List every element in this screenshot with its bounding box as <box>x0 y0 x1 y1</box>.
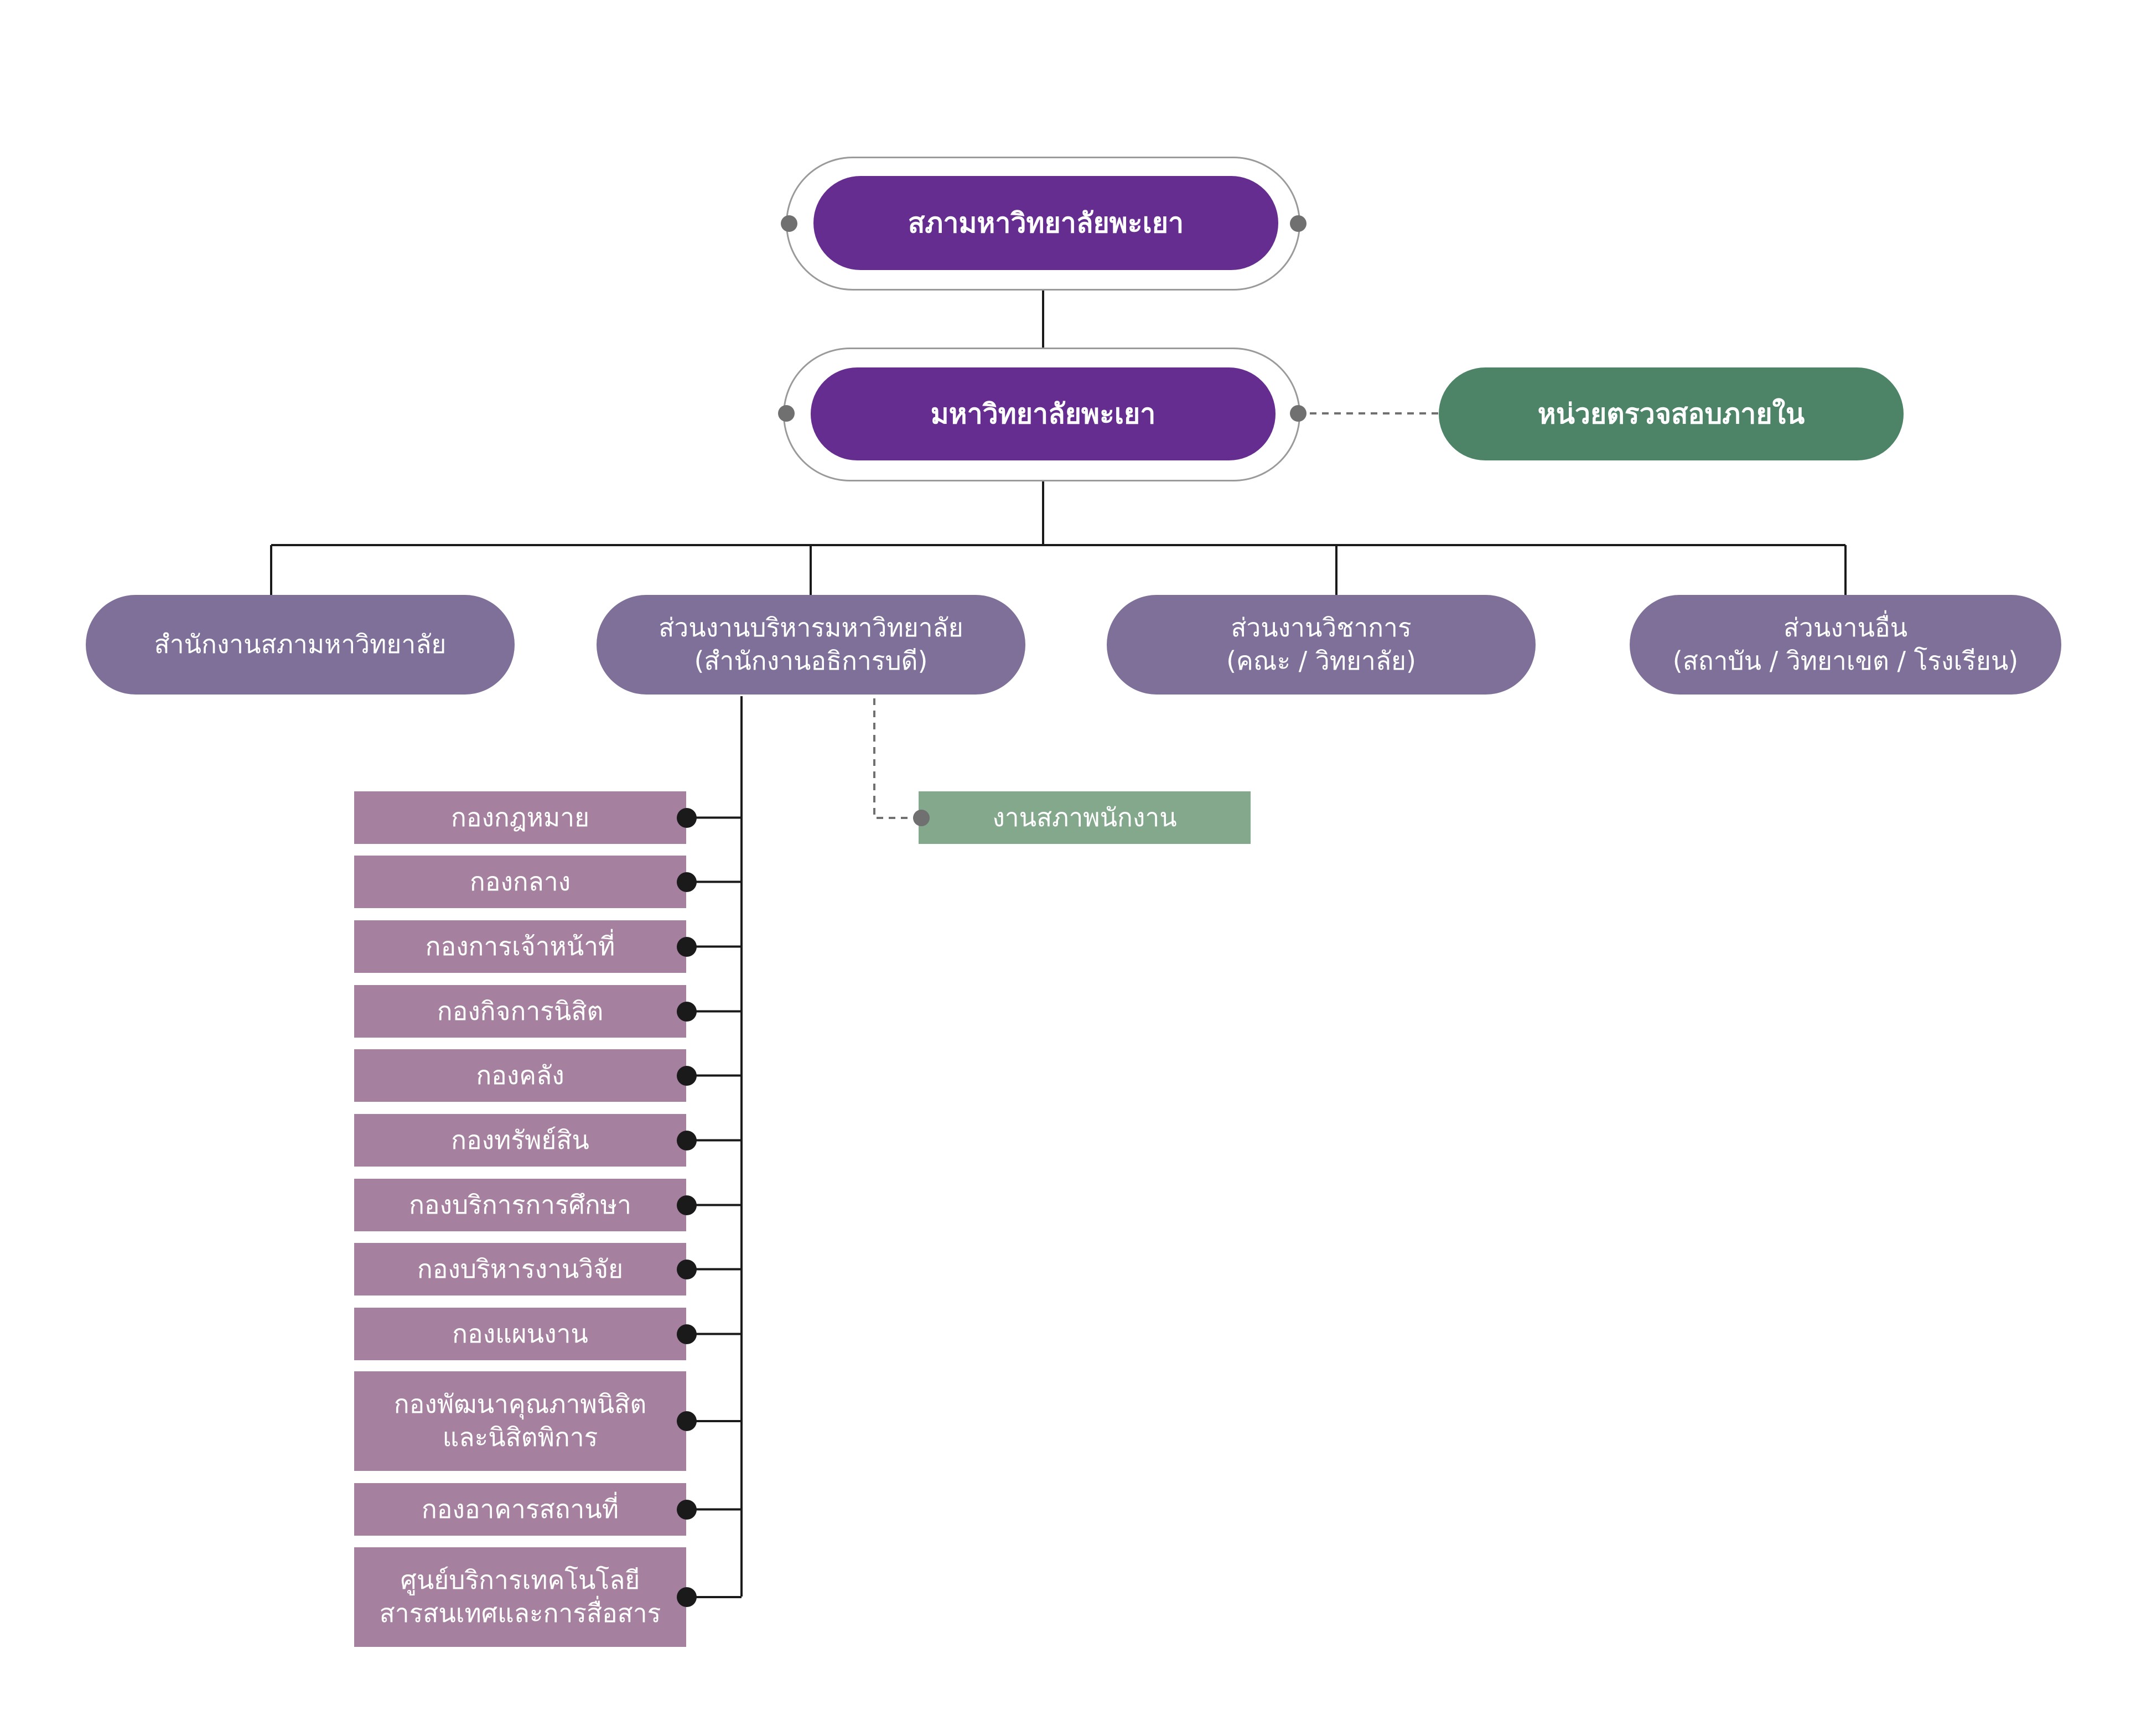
academic-node: ส่วนงานวิชาการ (คณะ / วิทยาลัย) <box>1107 595 1536 695</box>
staff-union-node: งานสภาพนักงาน <box>919 791 1251 844</box>
staff-union-dot <box>913 810 930 826</box>
division-label: ศูนย์บริการเทคโนโลยี <box>400 1565 640 1595</box>
division-connector-dot <box>677 1411 697 1431</box>
administration-node: ส่วนงานบริหารมหาวิทยาลัย (สำนักงานอธิการ… <box>597 595 1025 695</box>
division-label: กองทรัพย์สิน <box>451 1124 589 1155</box>
university-left-dot <box>778 405 795 422</box>
division-label: กองคลัง <box>476 1060 564 1090</box>
division-connector-dot <box>677 936 697 957</box>
university-node: มหาวิทยาลัยพะเยา <box>811 367 1276 460</box>
division-node: กองกฎหมาย <box>354 791 686 844</box>
division-connector-dot <box>677 1259 697 1279</box>
division-label: กองพัฒนาคุณภาพนิสิต <box>393 1389 647 1419</box>
division-node: กองทรัพย์สิน <box>354 1114 686 1167</box>
division-node: กองแผนงาน <box>354 1308 686 1360</box>
division-node: กองการเจ้าหน้าที่ <box>354 920 686 973</box>
council-office-node: สำนักงานสภามหาวิทยาลัย <box>86 595 515 695</box>
other-units-sublabel: (สถาบัน / วิทยาเขต / โรงเรียน) <box>1672 646 2019 676</box>
division-sublabel: และนิสิตพิการ <box>442 1422 598 1452</box>
council-right-dot <box>1290 215 1307 232</box>
division-connector-dot <box>677 1130 697 1151</box>
division-node: กองพัฒนาคุณภาพนิสิตและนิสิตพิการ <box>354 1371 686 1471</box>
other-units-node: ส่วนงานอื่น (สถาบัน / วิทยาเขต / โรงเรีย… <box>1630 595 2061 695</box>
division-label: กองบริการการศึกษา <box>409 1189 631 1220</box>
council-office-label: สำนักงานสภามหาวิทยาลัย <box>154 629 447 660</box>
council-left-dot <box>781 215 797 232</box>
division-node: กองกลาง <box>354 856 686 908</box>
other-units-label: ส่วนงานอื่น <box>1783 613 1908 643</box>
division-connector-dot <box>677 1001 697 1022</box>
division-label: กองกลาง <box>469 866 571 896</box>
division-label: กองแผนงาน <box>452 1318 588 1349</box>
division-connector-dot <box>677 1065 697 1086</box>
division-label: กองอาคารสถานที่ <box>421 1494 619 1524</box>
division-node: ศูนย์บริการเทคโนโลยีสารสนเทศและการสื่อสา… <box>354 1547 686 1647</box>
division-node: กองบริการการศึกษา <box>354 1179 686 1231</box>
staff-union-dashed-link <box>873 698 921 819</box>
division-node: กองอาคารสถานที่ <box>354 1483 686 1536</box>
division-label: กองกฎหมาย <box>450 802 590 832</box>
administration-sublabel: (สำนักงานอธิการบดี) <box>694 646 928 676</box>
division-connector-dot <box>677 807 697 828</box>
academic-sublabel: (คณะ / วิทยาลัย) <box>1226 646 1416 676</box>
internal-audit-label: หน่วยตรวจสอบภายใน <box>1537 397 1805 430</box>
division-node: กองบริหารงานวิจัย <box>354 1243 686 1295</box>
division-sublabel: สารสนเทศและการสื่อสาร <box>379 1598 661 1628</box>
division-connector-dot <box>677 1195 697 1215</box>
division-node: กองคลัง <box>354 1049 686 1102</box>
administration-label: ส่วนงานบริหารมหาวิทยาลัย <box>659 613 963 643</box>
division-label: กองบริหารงานวิจัย <box>417 1253 624 1284</box>
division-connector-dot <box>677 1324 697 1344</box>
division-node: กองกิจการนิสิต <box>354 985 686 1038</box>
university-label: มหาวิทยาลัยพะเยา <box>930 397 1156 430</box>
internal-audit-node: หน่วยตรวจสอบภายใน <box>1439 367 1904 460</box>
university-council-node: สภามหาวิทยาลัยพะเยา <box>813 176 1278 270</box>
division-label: กองการเจ้าหน้าที่ <box>425 931 615 961</box>
division-connector-dot <box>677 872 697 892</box>
division-connector-dot <box>677 1499 697 1520</box>
university-right-dot <box>1290 405 1307 422</box>
academic-label: ส่วนงานวิชาการ <box>1231 613 1412 643</box>
staff-union-label: งานสภาพนักงาน <box>992 802 1177 832</box>
university-council-label: สภามหาวิทยาลัยพะเยา <box>908 206 1184 239</box>
division-connector-dot <box>677 1587 697 1607</box>
division-label: กองกิจการนิสิต <box>437 996 604 1026</box>
